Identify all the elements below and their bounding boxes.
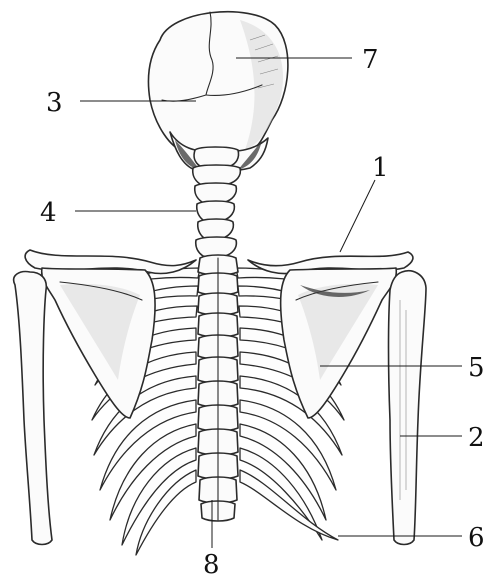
label-4: 4 — [40, 198, 57, 228]
label-1: 1 — [372, 153, 389, 183]
label-6: 6 — [468, 523, 485, 553]
label-7: 7 — [362, 45, 379, 75]
label-8: 8 — [203, 550, 220, 577]
thoracic-spine — [198, 255, 238, 521]
label-3: 3 — [46, 88, 63, 118]
leader-1 — [340, 180, 375, 252]
label-5: 5 — [468, 353, 485, 383]
label-2: 2 — [468, 423, 485, 453]
cervical-spine — [193, 147, 241, 258]
